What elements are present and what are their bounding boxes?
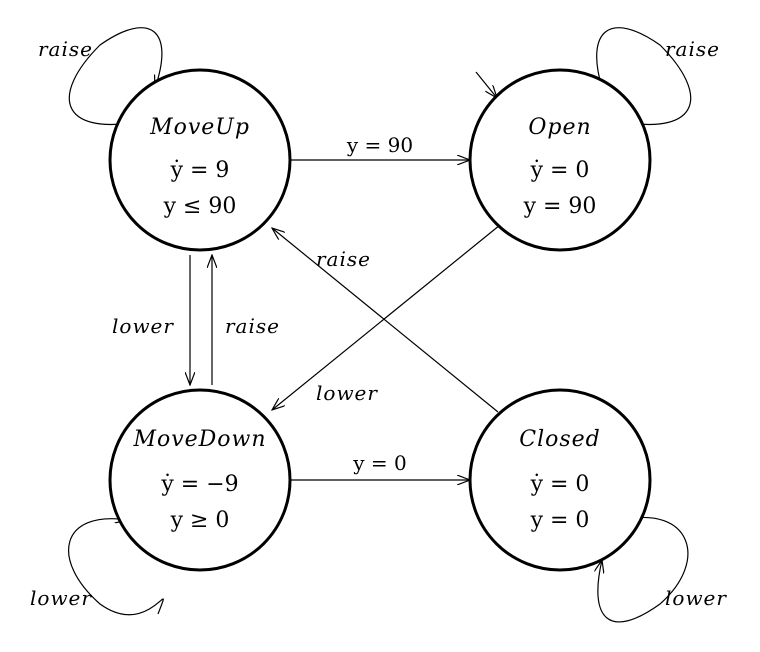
state-closed: Closed ẏ = 0 y = 0 — [468, 388, 652, 572]
edge-open-to-movedown — [272, 224, 501, 410]
state-name: MoveUp — [149, 115, 250, 140]
state-move-up: MoveUp ẏ = 9 y ≤ 90 — [108, 68, 292, 252]
state-name: Closed — [519, 427, 601, 452]
state-flow: ẏ = 0 — [530, 472, 590, 497]
state-circle — [108, 388, 292, 572]
label-closed-to-moveup: raise — [316, 247, 371, 271]
label-open-self: raise — [665, 37, 720, 61]
selfloop-moveup — [68, 27, 162, 126]
state-name: Open — [528, 115, 591, 140]
state-invariant: y = 90 — [523, 194, 597, 219]
state-circle — [108, 68, 292, 252]
label-movedown-self: lower — [30, 586, 92, 610]
transitions — [68, 27, 692, 623]
selfloop-closed — [598, 517, 689, 623]
initial-arrow — [475, 71, 497, 98]
state-circle — [468, 388, 652, 572]
transition-labels: raise raise lower lower y = 90 y = 0 low… — [30, 37, 727, 610]
selfloop-movedown — [68, 519, 164, 616]
state-flow: ẏ = −9 — [160, 472, 238, 497]
label-movedown-to-closed: y = 0 — [352, 451, 407, 475]
state-move-down: MoveDown ẏ = −9 y ≥ 0 — [108, 388, 292, 572]
state-flow: ẏ = 0 — [530, 158, 590, 183]
label-open-to-movedown: lower — [316, 381, 378, 405]
selfloop-open — [596, 27, 692, 125]
state-circle — [468, 68, 652, 252]
state-invariant: y ≥ 0 — [170, 508, 230, 533]
label-movedown-to-moveup: raise — [225, 314, 280, 338]
state-flow: ẏ = 9 — [170, 158, 230, 183]
state-name: MoveDown — [132, 427, 266, 452]
state-open: Open ẏ = 0 y = 90 — [468, 68, 652, 252]
label-moveup-self: raise — [38, 37, 93, 61]
state-invariant: y ≤ 90 — [163, 194, 237, 219]
label-closed-self: lower — [665, 586, 727, 610]
edge-closed-to-moveup — [272, 228, 499, 413]
label-moveup-to-movedown: lower — [112, 314, 174, 338]
state-invariant: y = 0 — [530, 508, 590, 533]
label-moveup-to-open: y = 90 — [346, 133, 413, 157]
